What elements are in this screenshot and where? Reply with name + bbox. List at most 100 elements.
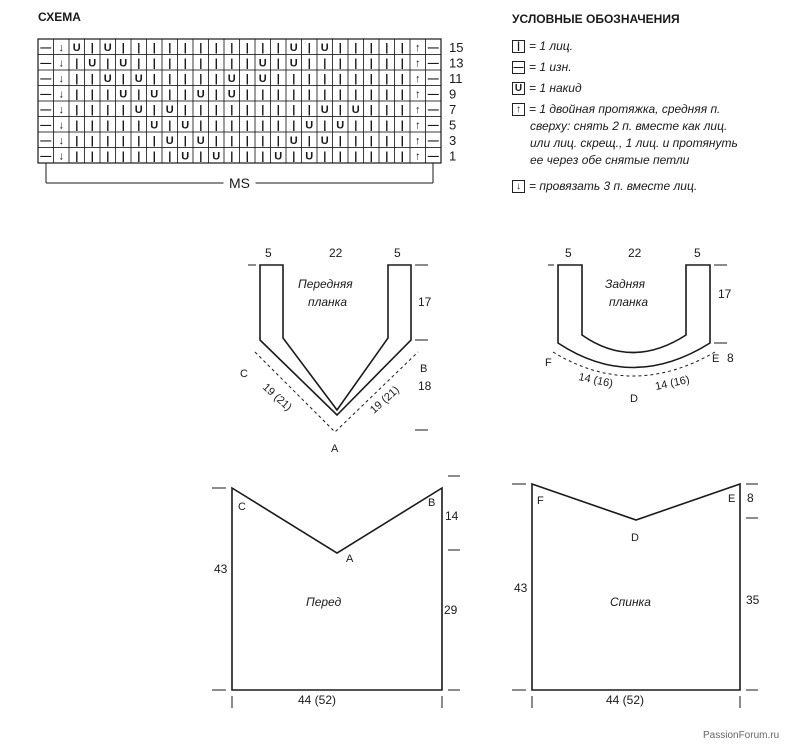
k3tog-stitch: ↓ [59,135,65,147]
back-placket-strap-left: 5 [565,246,572,260]
knit-stitch: | [246,57,249,69]
knit-stitch: | [401,104,404,116]
row-number: 9 [449,86,456,101]
purl-stitch: — [40,135,51,147]
knit-stitch: | [370,119,373,131]
front-placket-depth: 18 [418,379,432,393]
knit-stitch: | [184,42,187,54]
repeat-label: MS [229,175,250,191]
knit-stitch: | [137,88,140,100]
legend-item-double-decrease: ↑ = 1 двойная протяжка, средняя п. [512,101,720,117]
legend-item-purl: —= 1 изн. [512,59,572,75]
knit-stitch: | [137,150,140,162]
knit-stitch: | [277,57,280,69]
back-point-e: E [728,493,735,505]
knit-stitch: | [323,88,326,100]
yarn-over-stitch: U [336,119,344,131]
double-decrease-icon: ↑ [512,103,525,117]
yarn-over-stitch: U [135,73,143,85]
yarn-over-stitch: U [119,88,127,100]
knit-stitch: | [215,135,218,147]
knit-stitch: | [246,88,249,100]
knit-stitch: | [215,42,218,54]
knit-stitch-icon: | [512,40,525,54]
back-placket-side-left: 14 (16) [577,371,614,390]
knit-stitch: | [401,135,404,147]
back-width: 44 (52) [606,693,644,707]
back-placket-height: 17 [718,287,732,301]
legend-item-continuation: ее через обе снятые петли [530,153,690,167]
row-number: 5 [449,117,456,132]
yarn-over-stitch: U [228,88,236,100]
yarn-over-stitch: U [104,73,112,85]
yarn-over-stitch: U [290,57,298,69]
knit-stitch: | [401,119,404,131]
k3tog-stitch: ↓ [59,57,65,69]
knit-stitch: | [385,57,388,69]
knit-stitch: | [308,57,311,69]
yarn-over-stitch: U [181,150,189,162]
knit-stitch: | [323,57,326,69]
knit-stitch: | [215,88,218,100]
k3tog-stitch: ↓ [59,73,65,85]
purl-stitch: — [428,135,439,147]
knit-stitch: | [91,119,94,131]
knit-stitch: | [230,119,233,131]
front-placket-side-right: 19 (21) [368,384,402,416]
knit-stitch: | [246,42,249,54]
knit-stitch: | [122,73,125,85]
knit-stitch: | [137,42,140,54]
knit-stitch: | [246,73,249,85]
purl-stitch: — [428,73,439,85]
double-decrease-stitch: ↑ [415,119,421,131]
knit-stitch: | [122,42,125,54]
knit-stitch: | [230,42,233,54]
purl-stitch-icon: — [512,61,525,75]
back-placket-title-2: планка [609,295,648,309]
back-placket-seam [552,351,716,377]
knit-stitch: | [168,42,171,54]
front-height-right: 29 [444,603,458,617]
knit-stitch: | [122,135,125,147]
knit-stitch: | [385,119,388,131]
legend-text: = 1 двойная протяжка, средняя п. [529,102,721,116]
knit-stitch: | [354,135,357,147]
purl-stitch: — [40,119,51,131]
point-a-label: A [331,443,339,455]
knit-stitch: | [277,104,280,116]
front-height-left: 43 [214,562,228,576]
knit-stitch: | [308,42,311,54]
purl-stitch: — [40,88,51,100]
back-height-right: 35 [746,593,760,607]
front-point-c: C [238,501,246,513]
knit-stitch: | [184,104,187,116]
legend-text: = 1 лиц. [529,39,573,53]
front-label: Перед [306,595,342,609]
k3tog-stitch: ↓ [59,150,65,162]
knit-stitch: | [122,119,125,131]
knit-stitch: | [106,119,109,131]
knit-stitch: | [91,135,94,147]
double-decrease-stitch: ↑ [415,150,421,162]
knit-stitch: | [308,135,311,147]
legend-item-k3tog: ↓= провязать 3 п. вместе лиц. [512,178,697,194]
knit-stitch: | [168,57,171,69]
yarn-over-stitch: U [321,42,329,54]
point-b-label: B [420,363,427,375]
knit-stitch: | [339,57,342,69]
knit-stitch: | [199,57,202,69]
knit-stitch: | [106,104,109,116]
yarn-over-stitch: U [197,88,205,100]
double-decrease-stitch: ↑ [415,57,421,69]
legend-item-continuation: или лиц. скрещ., 1 лиц. и протянуть [530,136,738,150]
knit-stitch: | [122,150,125,162]
knit-stitch: | [230,57,233,69]
knit-stitch: | [199,150,202,162]
k3tog-icon: ↓ [512,180,525,194]
double-decrease-stitch: ↑ [415,104,421,116]
knit-stitch: | [385,150,388,162]
back-point-f: F [537,495,544,507]
back-label: Спинка [610,595,651,609]
knit-stitch: | [323,119,326,131]
